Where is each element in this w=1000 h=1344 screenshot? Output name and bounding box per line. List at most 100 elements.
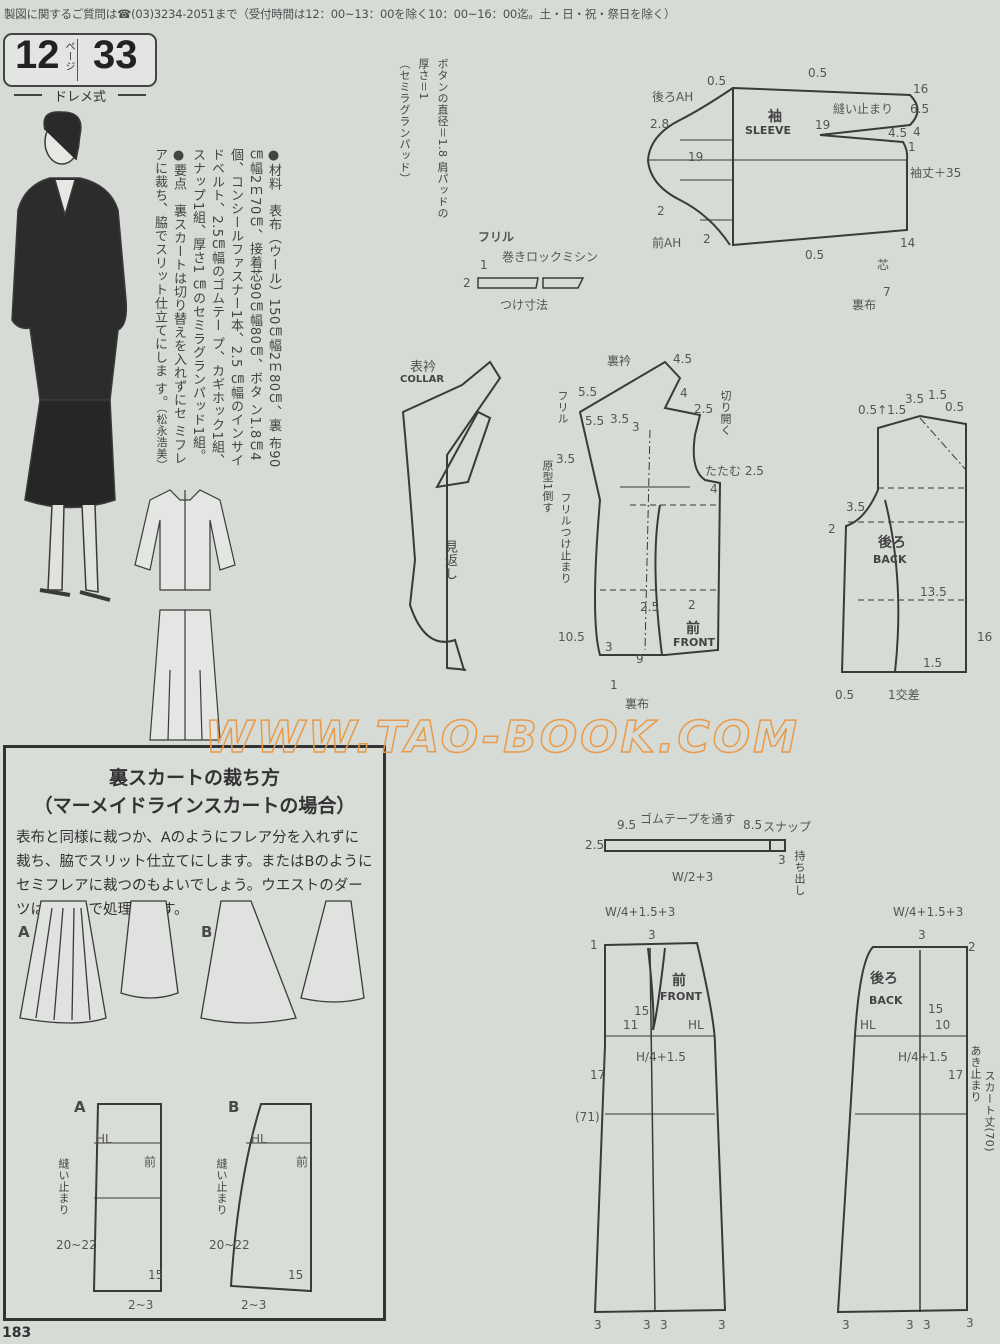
fold-label: たたむ 2.5 (705, 464, 764, 478)
pattern-number: 33 (93, 33, 138, 77)
extension-label: 持ち出し (793, 850, 806, 896)
box-title: 裏スカートの裁ち方 (108, 767, 280, 789)
dim-label: 3 (842, 1318, 850, 1332)
dim-label: 10 (935, 1018, 951, 1032)
dim-label: 3 (605, 640, 613, 654)
page-ref-number: 12 (15, 33, 60, 77)
model-illustration (11, 111, 128, 602)
dim-label: 3 (923, 1318, 931, 1332)
interfacing-label: 裏布 (625, 697, 650, 711)
back-title-jp: 後ろ (878, 535, 906, 551)
stitch-stop-label: 縫い止まり (215, 1158, 228, 1216)
sleeve-title-en: SLEEVE (745, 124, 791, 137)
dim-label: 2.5 (640, 600, 660, 614)
dim-label: 2 (703, 232, 711, 246)
frill-note: フリル (556, 390, 569, 425)
dim-label: 9 (636, 652, 644, 666)
dim-label: 3 (966, 1316, 974, 1330)
sleeve-length-label: 袖丈＋35 (910, 166, 962, 180)
dim-label: 13.5 (920, 585, 947, 599)
back-title-en: BACK (873, 553, 907, 566)
sleeve-pattern (646, 86, 919, 247)
dim-label: 3 (778, 853, 786, 867)
skirt-front-hip-formula: H/4+1.5 (636, 1050, 686, 1064)
dim-label: 19 (688, 150, 704, 164)
dim-label: 3 (643, 1318, 651, 1332)
dim-label: 2~3 (241, 1298, 267, 1312)
dim-label: 1 (610, 678, 618, 692)
dim-label: 2.5 (694, 402, 714, 416)
dim-label: 6.5 (910, 102, 930, 116)
front-armhole-label: 前AH (652, 236, 682, 250)
dim-label: 2~3 (128, 1298, 154, 1312)
variant-a-pattern-label: A (74, 1098, 86, 1116)
dim-label: 8.5 (743, 818, 763, 832)
dim-label: 2.5 (585, 838, 605, 852)
front-label: 前 (144, 1155, 157, 1169)
skirt-back-title-jp: 後ろ (870, 971, 898, 987)
lining-instructions-box: 裏スカートの裁ち方 （マーメイドラインスカートの場合） 表布と同様に裁つか、Aの… (3, 745, 386, 1321)
watermark: WWW.TAO-BOOK.COM (204, 711, 800, 764)
back-armhole-label: 後ろAH (652, 90, 694, 104)
dim-label: 5.5 (585, 414, 605, 428)
variant-b-label: B (201, 923, 213, 941)
interfacing-label: 芯 (877, 258, 890, 272)
sleeve-title-jp: 袖 (768, 109, 782, 125)
opening-stop-label: あき止まり (969, 1045, 982, 1103)
dim-label: 3.5 (610, 412, 630, 426)
collar-pattern (401, 360, 502, 672)
frill-attach-stop-note: フリルつけ止まり (559, 492, 572, 584)
variant-a-label: A (18, 923, 30, 941)
dim-label: 3.5 (905, 392, 925, 406)
dim-label: 14 (900, 236, 916, 250)
pattern-system: ドレメ式 (14, 86, 146, 105)
lining-label: 裏布 (852, 298, 877, 312)
dim-label: 15 (634, 1004, 650, 1018)
skirt-back-pattern (836, 946, 968, 1314)
dim-label: 4.5 (888, 126, 908, 140)
dim-label: 3 (594, 1318, 602, 1332)
skirt-front-pattern (593, 941, 727, 1314)
dim-label: 17 (948, 1068, 964, 1082)
dim-label: 2 (968, 940, 976, 954)
dim-label: 3.5 (846, 500, 866, 514)
page-unit: ページ (63, 41, 74, 71)
dim-label: 1 (590, 938, 598, 952)
badge-divider (77, 39, 78, 81)
dim-label: 4 (913, 125, 921, 139)
variant-b-pattern-label: B (228, 1098, 240, 1116)
dim-label: 15 (148, 1268, 164, 1282)
frill-title: フリル (478, 230, 515, 244)
dim-label: 9.5 (617, 818, 637, 832)
dim-label: 4.5 (673, 352, 693, 366)
button-note: ボタンの直径＝1.8 肩パッドの厚さ＝1 （セミラグランパッド） (398, 58, 449, 219)
slash-open-note: 切り開く (719, 390, 732, 436)
block-tilt-note: 原型1倒す (541, 460, 554, 514)
dim-label: 0.5 (945, 400, 965, 414)
stitch-stop-label: 縫い止まり (833, 102, 894, 116)
dim-label: 4 (680, 386, 688, 400)
dim-label: 0.5 (808, 66, 828, 80)
dim-label: 0.5↑1.5 (858, 403, 907, 417)
dim-label: 11 (623, 1018, 639, 1032)
skirt-length-label: スカート丈(70) (983, 1070, 996, 1153)
lining-diagrams (19, 900, 365, 1293)
frill-pattern (477, 277, 585, 289)
dim-label: 16 (913, 82, 929, 96)
dim-label: 10.5 (558, 630, 585, 644)
elastic-note: ゴムテープを通す (640, 812, 736, 826)
stitch-stop-label: 縫い止まり (57, 1158, 70, 1216)
cross-label: 1交差 (888, 688, 920, 702)
front-label: 前 (296, 1155, 309, 1169)
dim-label: 2 (828, 522, 836, 536)
skirt-length-label: (71) (575, 1110, 600, 1124)
dim-label: 20~22 (209, 1238, 250, 1252)
materials-text: ●材料 表布（ウール）150㎝幅2ｍ80㎝、裏 布90㎝幅2ｍ70㎝、接着芯90… (152, 148, 281, 468)
dim-label: 5.5 (578, 385, 598, 399)
collar-title-en: COLLAR (400, 374, 445, 385)
dim-label: 0.5 (835, 688, 855, 702)
facing-label: 見返し (442, 540, 457, 581)
hip-line-label: HL (96, 1132, 112, 1146)
dim-label: 1 (908, 140, 916, 154)
under-collar-label: 裏衿 (607, 354, 632, 368)
